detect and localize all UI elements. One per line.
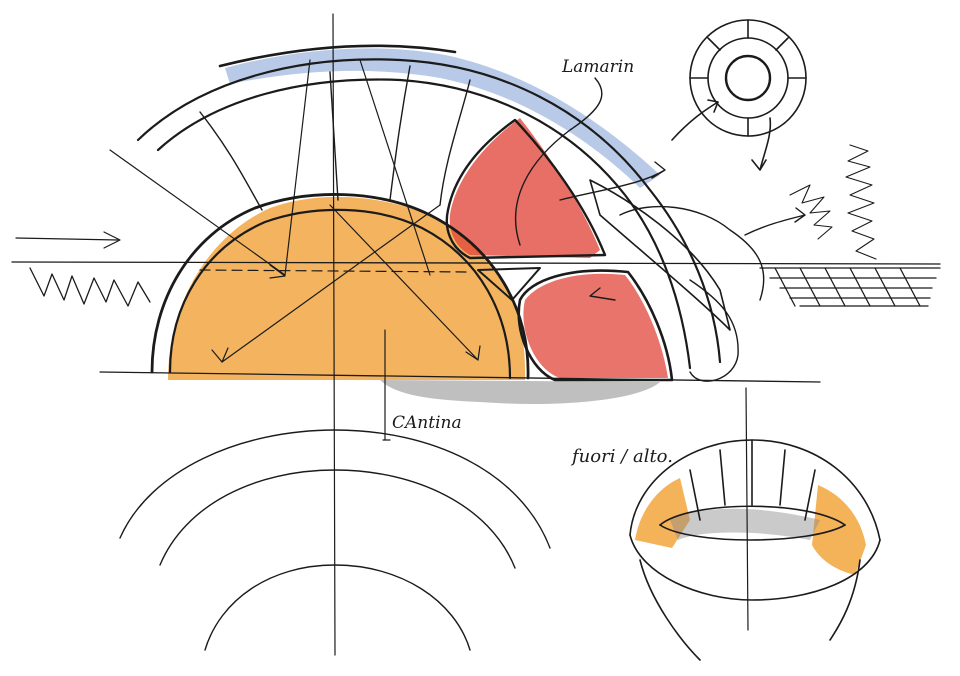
airflow-arrows bbox=[514, 77, 806, 382]
small-dome-detail bbox=[629, 439, 881, 661]
label-cantina: CAntina bbox=[392, 413, 462, 433]
label-lamarin: Lamarin bbox=[561, 57, 634, 77]
trees bbox=[789, 144, 877, 260]
main-structure bbox=[136, 44, 731, 382]
blue-roof-wash bbox=[225, 48, 660, 189]
small-dome-grey-inner bbox=[670, 508, 820, 540]
plan-ring-detail bbox=[671, 19, 807, 171]
colour-washes bbox=[168, 48, 866, 575]
ray-lines bbox=[15, 13, 749, 656]
small-dome-orange-left bbox=[635, 478, 690, 548]
red-upper-cell-fill bbox=[449, 118, 600, 258]
small-dome-orange-right bbox=[812, 485, 866, 575]
red-lower-cell-fill bbox=[523, 273, 668, 378]
lower-section-arcs bbox=[119, 429, 551, 651]
ground-shadow bbox=[380, 380, 660, 404]
label-fuori-alto: fuori / alto. bbox=[570, 446, 673, 467]
orange-dome-fill bbox=[168, 196, 525, 380]
